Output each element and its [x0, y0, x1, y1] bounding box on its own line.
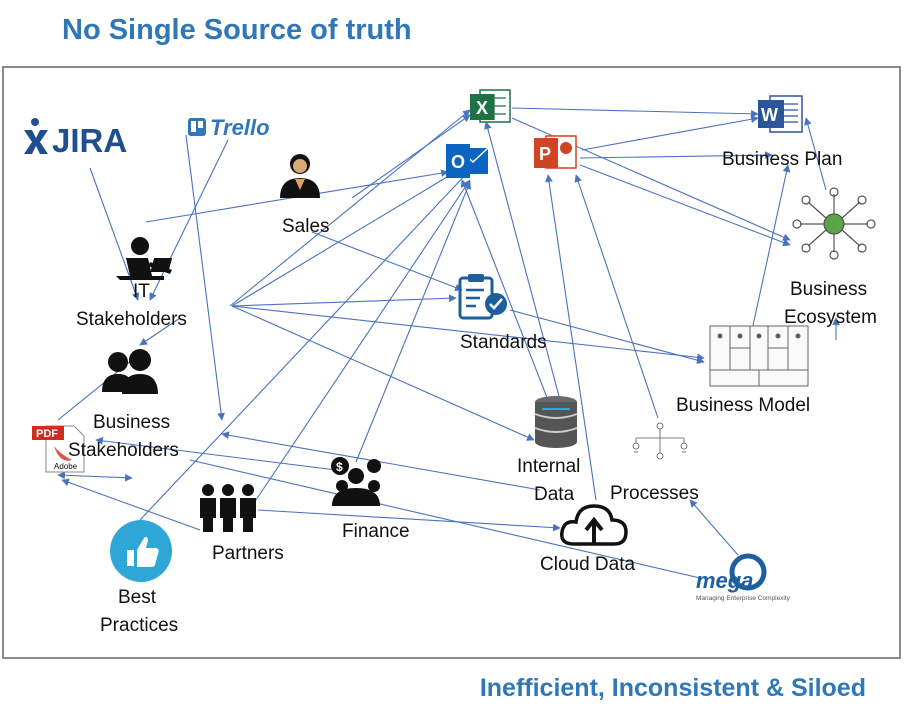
label-sales: Sales — [282, 216, 330, 237]
label-business-ecosystem-line2: Ecosystem — [784, 307, 877, 328]
arrow-sales-to-standards — [311, 231, 463, 292]
trello-logo: Trello — [188, 115, 270, 140]
database-icon — [534, 396, 578, 448]
arrow-partners-to-cloud — [257, 509, 561, 532]
label-it-line1: IT — [133, 281, 150, 302]
business-stakeholders-icon — [102, 349, 158, 394]
cloud-upload-icon — [560, 504, 628, 546]
arrow-ppt-to-word — [581, 115, 759, 151]
arrow-it-to-outlook — [231, 167, 463, 307]
svg-text:Adobe: Adobe — [54, 462, 78, 471]
standards-clipboard-icon — [458, 274, 507, 320]
processes-chart-icon — [632, 422, 688, 460]
thumbs-up-icon — [110, 520, 172, 582]
trello-icon — [188, 118, 206, 136]
label-partners: Partners — [212, 543, 284, 564]
arrow-trello-down — [185, 134, 225, 421]
arrow-finance-to-mid — [221, 431, 541, 491]
finance-icon: $ — [331, 457, 381, 506]
svg-text:Managing Enterprise Complexity: Managing Enterprise Complexity — [696, 595, 791, 602]
svg-text:PDF: PDF — [36, 428, 58, 440]
arrow-ppt-to-ecosystem — [579, 164, 791, 247]
arrow-pdf-to-partners — [61, 478, 201, 531]
label-cloud-data: Cloud Data — [540, 554, 635, 575]
arrow-cloud-to-ppt — [545, 174, 597, 501]
word-icon: W — [758, 95, 803, 133]
label-it-line2: Stakeholders — [76, 309, 187, 330]
page-title: No Single Source of truth — [62, 14, 412, 46]
pdf-document-icon: PDF Adobe — [32, 425, 85, 473]
svg-text:P: P — [539, 144, 551, 164]
powerpoint-icon: P — [534, 135, 577, 169]
jira-icon — [24, 118, 48, 154]
label-processes: Processes — [610, 483, 699, 504]
label-finance: Finance — [342, 521, 410, 542]
label-best-practices-line1: Best — [118, 587, 157, 608]
outlook-icon: O — [446, 144, 489, 178]
footer-caption: Inefficient, Inconsistent & Siloed — [479, 674, 866, 702]
svg-text:$: $ — [336, 460, 343, 474]
arrow-mega-to-processes — [689, 499, 739, 556]
label-business-stakeholders-line1: Business — [93, 412, 170, 433]
ecosystem-network-icon — [792, 187, 876, 260]
arrow-excel-to-word — [511, 107, 759, 118]
label-business-plan: Business Plan — [722, 149, 842, 170]
arrow-model-to-plan — [751, 164, 791, 331]
trello-wordmark: Trello — [210, 115, 270, 140]
arrow-finance-to-outlook — [355, 181, 471, 463]
label-business-ecosystem-line1: Business — [790, 279, 867, 300]
arrow-ecosystem-to-word — [804, 117, 827, 191]
arrow-processes-to-ppt — [574, 174, 659, 419]
excel-icon: X — [470, 89, 511, 123]
label-business-stakeholders-line2: Stakeholders — [68, 440, 179, 461]
jira-logo: JIRA — [24, 118, 127, 159]
arrow-internal-to-outlook — [460, 179, 549, 401]
arrow-it-to-excel — [229, 109, 471, 307]
it-person-icon — [116, 237, 173, 280]
label-standards: Standards — [460, 332, 547, 353]
label-internal-data-line1: Internal — [517, 456, 580, 477]
business-model-canvas-icon — [709, 325, 809, 387]
svg-text:mega: mega — [696, 568, 753, 593]
svg-text:W: W — [761, 105, 778, 125]
arrow-pdf-to-best — [57, 471, 133, 482]
mega-logo: mega Managing Enterprise Complexity — [696, 553, 791, 602]
arrow-standards-to-model — [509, 309, 705, 364]
jira-wordmark: JIRA — [52, 122, 127, 159]
partners-icon — [200, 484, 256, 532]
arrow-internal-to-excel — [484, 121, 561, 401]
arrow-pdf-to-biz — [57, 351, 143, 421]
arrow-sales-to-excel — [351, 114, 471, 199]
arrow-finance-to-pdf — [95, 437, 337, 471]
diagram-frame — [2, 66, 901, 659]
arrow-jira-to-it — [89, 167, 140, 301]
label-business-model: Business Model — [676, 395, 810, 416]
arrow-it-to-model — [231, 305, 705, 362]
arrow-it-to-internal — [231, 305, 535, 441]
sales-person-icon — [280, 154, 320, 198]
svg-text:X: X — [476, 98, 488, 118]
arrow-ppt-to-plan — [579, 151, 773, 159]
label-internal-data-line2: Data — [534, 484, 575, 505]
svg-text:O: O — [451, 152, 465, 172]
node-labels: Sales IT Stakeholders Business Stakehold… — [68, 149, 877, 636]
label-best-practices-line2: Practices — [100, 615, 178, 636]
arrow-biz-to-mega — [189, 459, 701, 579]
arrow-trello-to-it — [149, 139, 229, 301]
arrow-it-to-standards — [231, 294, 457, 307]
arrow-it-to-biz — [139, 317, 181, 346]
